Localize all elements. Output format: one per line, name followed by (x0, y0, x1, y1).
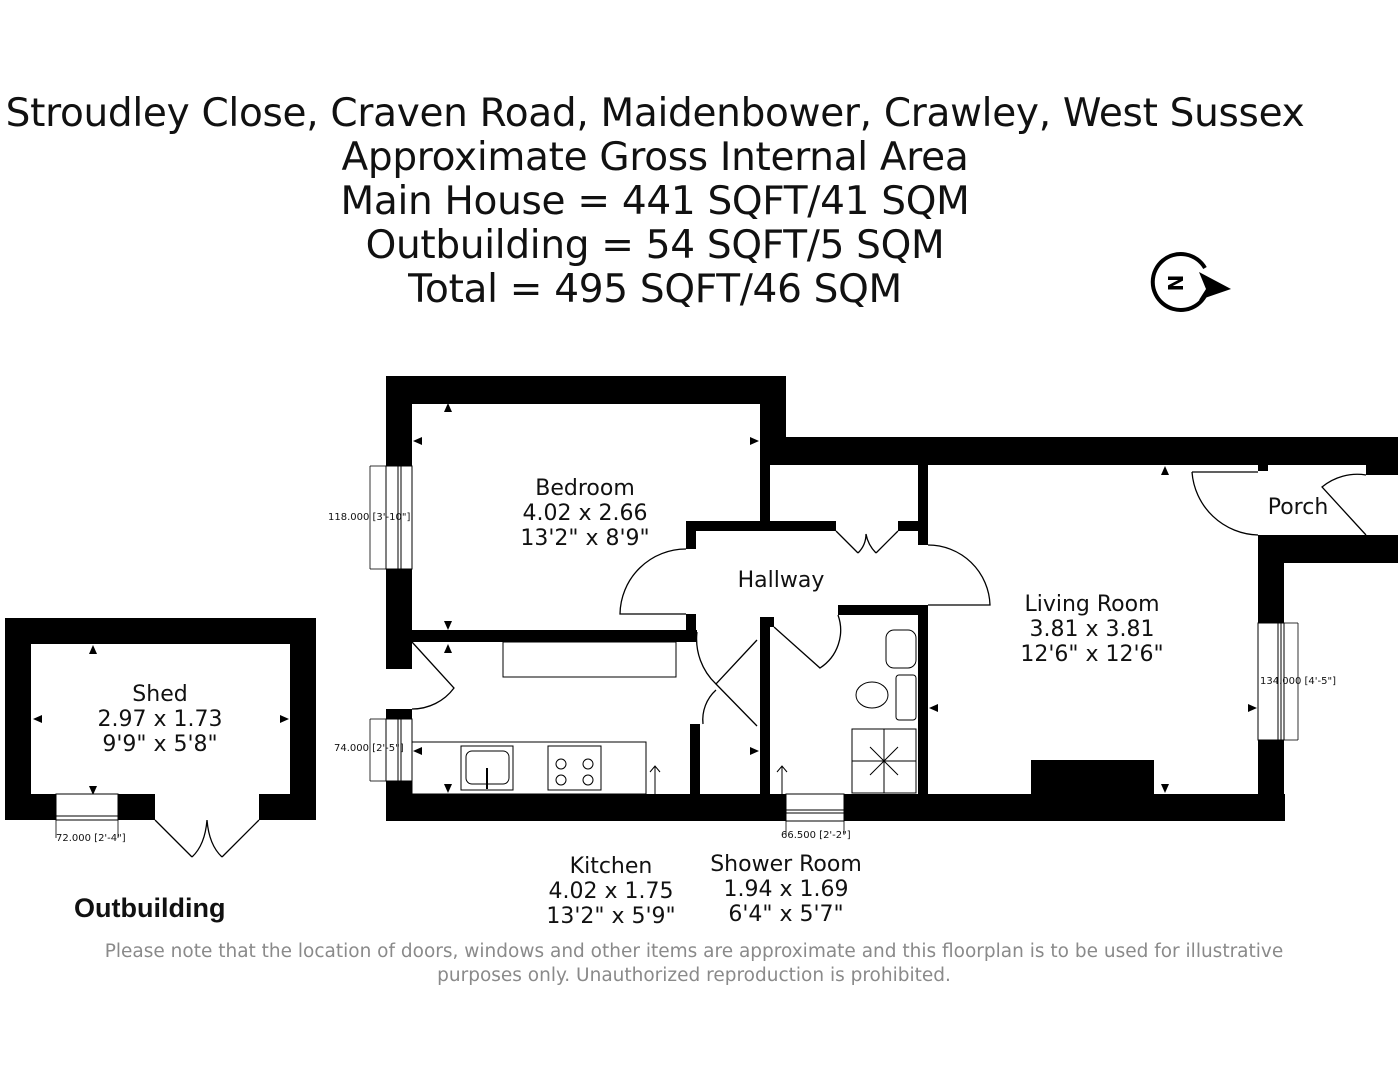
room-shed: Shed 2.97 x 1.73 9'9" x 5'8" (98, 682, 223, 757)
dimension-lines (55, 465, 1299, 838)
room-metric: 4.02 x 2.66 (522, 501, 648, 526)
disclaimer-line-1: Please note that the location of doors, … (104, 941, 1284, 962)
room-name: Bedroom (535, 476, 635, 501)
area-subtitle: Approximate Gross Internal Area (341, 135, 969, 180)
outbuilding-area: Outbuilding = 54 SQFT/5 SQM (365, 223, 945, 268)
disclaimer-line-2: purposes only. Unauthorized reproduction… (437, 965, 951, 986)
shed-walls (5, 618, 316, 820)
sink-icon (460, 745, 514, 791)
room-name: Shed (132, 682, 188, 707)
room-hallway: Hallway (738, 568, 825, 593)
north-compass-icon: N (1150, 252, 1231, 312)
room-imperial: 9'9" x 5'8" (102, 732, 218, 757)
shed-window-and-door (55, 793, 260, 858)
room-metric: 3.81 x 3.81 (1029, 617, 1155, 642)
total-area: Total = 495 SQFT/46 SQM (408, 267, 902, 312)
title-block: Stroudley Close, Craven Road, Maidenbowe… (0, 92, 1310, 312)
disclaimer: Please note that the location of doors, … (0, 940, 1388, 988)
bedroom-window-dimension: 118.000 [3'-10"] (328, 512, 411, 523)
kitchen-window-dimension: 74.000 [2'-5"] (334, 743, 404, 754)
room-imperial: 12'6" x 12'6" (1020, 642, 1164, 667)
room-name: Living Room (1024, 592, 1160, 617)
room-name: Shower Room (710, 852, 862, 877)
room-metric: 2.97 x 1.73 (97, 707, 223, 732)
address-title: Stroudley Close, Craven Road, Maidenbowe… (5, 91, 1305, 136)
room-name: Hallway (737, 568, 825, 593)
basin-icon (885, 629, 917, 669)
hob-icon (547, 745, 602, 791)
room-living-room: Living Room 3.81 x 3.81 12'6" x 12'6" (1020, 592, 1163, 667)
main-house-area: Main House = 441 SQFT/41 SQM (340, 179, 970, 224)
room-shower-room: Shower Room 1.94 x 1.69 6'4" x 5'7" (710, 852, 862, 927)
doors (411, 471, 1367, 727)
room-imperial: 13'2" x 5'9" (546, 904, 676, 929)
bathroom-fittings (776, 629, 917, 794)
room-metric: 4.02 x 1.75 (548, 879, 674, 904)
room-bedroom: Bedroom 4.02 x 2.66 13'2" x 8'9" (520, 476, 649, 551)
room-imperial: 13'2" x 8'9" (520, 526, 650, 551)
room-imperial: 6'4" x 5'7" (728, 902, 844, 927)
outbuilding-section-label: Outbuilding (74, 893, 226, 923)
room-kitchen: Kitchen 4.02 x 1.75 13'2" x 5'9" (546, 854, 675, 929)
shed-window-dimension: 72.000 [2'-4"] (56, 833, 126, 844)
room-name: Porch (1267, 495, 1329, 520)
room-porch: Porch (1268, 495, 1329, 520)
living-window-dimension: 134.000 [4'-5"] (1260, 676, 1337, 687)
windows (385, 465, 1285, 822)
dimension-markers (33, 403, 1257, 795)
kitchen-fittings (411, 641, 677, 795)
shower-window-dimension: 66.500 [2'-2"] (781, 830, 851, 841)
main-house-walls (386, 376, 1398, 821)
room-metric: 1.94 x 1.69 (723, 877, 849, 902)
svg-text:N: N (1164, 275, 1188, 292)
room-name: Kitchen (569, 854, 653, 879)
toilet-icon (855, 681, 889, 709)
